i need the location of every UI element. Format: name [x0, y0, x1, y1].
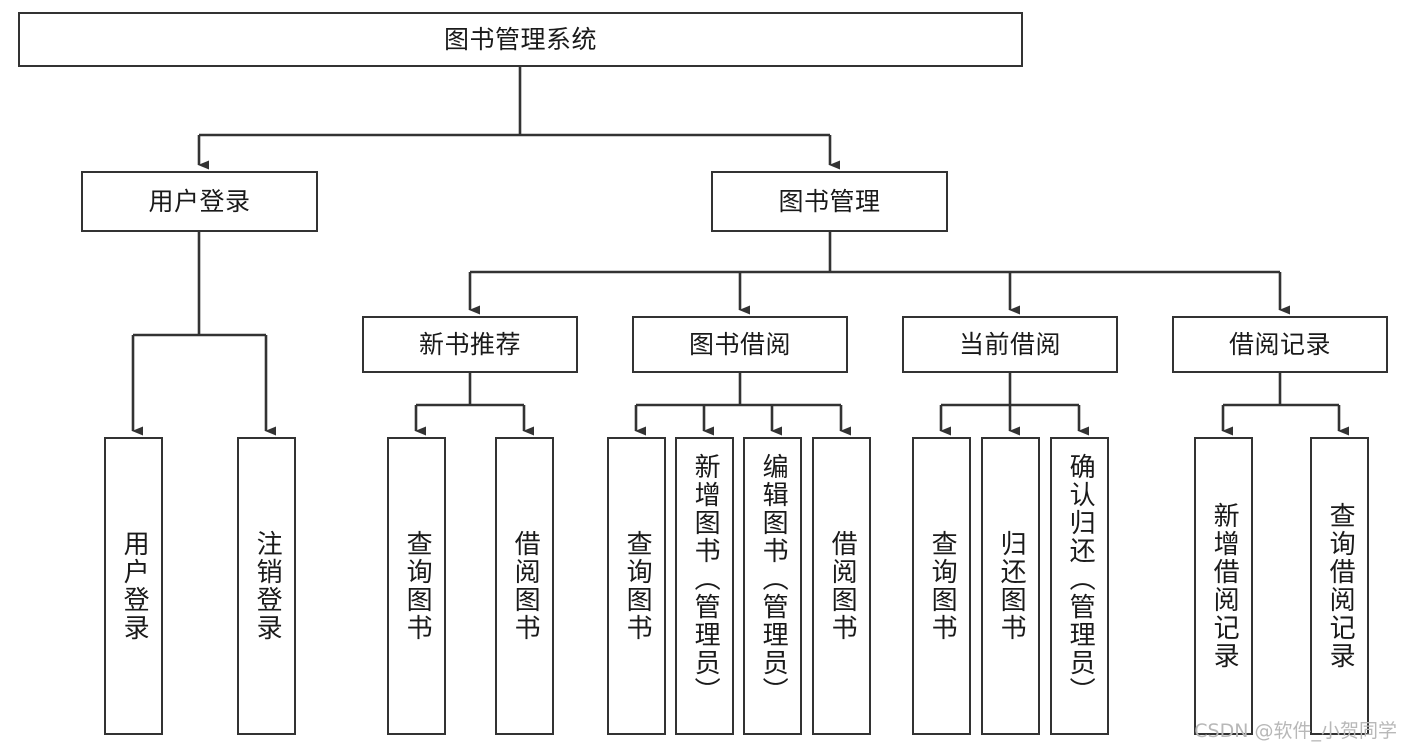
node-label: 借阅记录	[1228, 329, 1331, 359]
node-label: 图书管理	[778, 186, 881, 216]
node-book-borrowing[interactable]: 图书借阅	[632, 316, 848, 373]
node-label: 注销登录	[252, 530, 283, 642]
node-leaf-add-book-admin[interactable]: 新增图书（管理员）	[675, 437, 734, 735]
node-label: 编辑图书（管理员）	[758, 453, 789, 705]
node-root-book-management-system[interactable]: 图书管理系统	[18, 12, 1023, 67]
node-leaf-return-book[interactable]: 归还图书	[981, 437, 1040, 735]
node-label: 查询图书	[622, 530, 653, 642]
node-label: 借阅图书	[827, 530, 858, 642]
node-label: 当前借阅	[958, 329, 1061, 359]
node-user-login[interactable]: 用户登录	[81, 171, 318, 232]
node-leaf-query-book-2[interactable]: 查询图书	[607, 437, 666, 735]
node-label: 新增借阅记录	[1209, 502, 1240, 670]
node-current-borrowing[interactable]: 当前借阅	[902, 316, 1118, 373]
node-leaf-confirm-return-admin[interactable]: 确认归还（管理员）	[1050, 437, 1109, 735]
node-label: 用户登录	[148, 186, 251, 216]
node-label: 用户登录	[119, 530, 150, 642]
csdn-watermark: CSDN @软件_小贺同学	[1194, 720, 1397, 742]
node-label: 新增图书（管理员）	[690, 453, 721, 705]
node-label: 查询借阅记录	[1325, 502, 1356, 670]
node-borrowing-records[interactable]: 借阅记录	[1172, 316, 1388, 373]
node-label: 借阅图书	[510, 530, 541, 642]
node-leaf-user-login[interactable]: 用户登录	[104, 437, 163, 735]
node-leaf-edit-book-admin[interactable]: 编辑图书（管理员）	[743, 437, 802, 735]
node-leaf-query-borrow-record[interactable]: 查询借阅记录	[1310, 437, 1369, 735]
node-new-book-recommendation[interactable]: 新书推荐	[362, 316, 578, 373]
node-label: 查询图书	[927, 530, 958, 642]
node-label: 图书管理系统	[443, 24, 597, 54]
node-label: 确认归还（管理员）	[1065, 453, 1096, 705]
node-leaf-query-book-1[interactable]: 查询图书	[387, 437, 446, 735]
node-leaf-add-borrow-record[interactable]: 新增借阅记录	[1194, 437, 1253, 735]
node-label: 新书推荐	[418, 329, 521, 359]
node-leaf-borrow-book-2[interactable]: 借阅图书	[812, 437, 871, 735]
node-label: 图书借阅	[688, 329, 791, 359]
node-leaf-query-book-3[interactable]: 查询图书	[912, 437, 971, 735]
node-label: 归还图书	[996, 530, 1027, 642]
node-leaf-logout-login[interactable]: 注销登录	[237, 437, 296, 735]
node-label: 查询图书	[402, 530, 433, 642]
node-book-management[interactable]: 图书管理	[711, 171, 948, 232]
node-leaf-borrow-book-1[interactable]: 借阅图书	[495, 437, 554, 735]
